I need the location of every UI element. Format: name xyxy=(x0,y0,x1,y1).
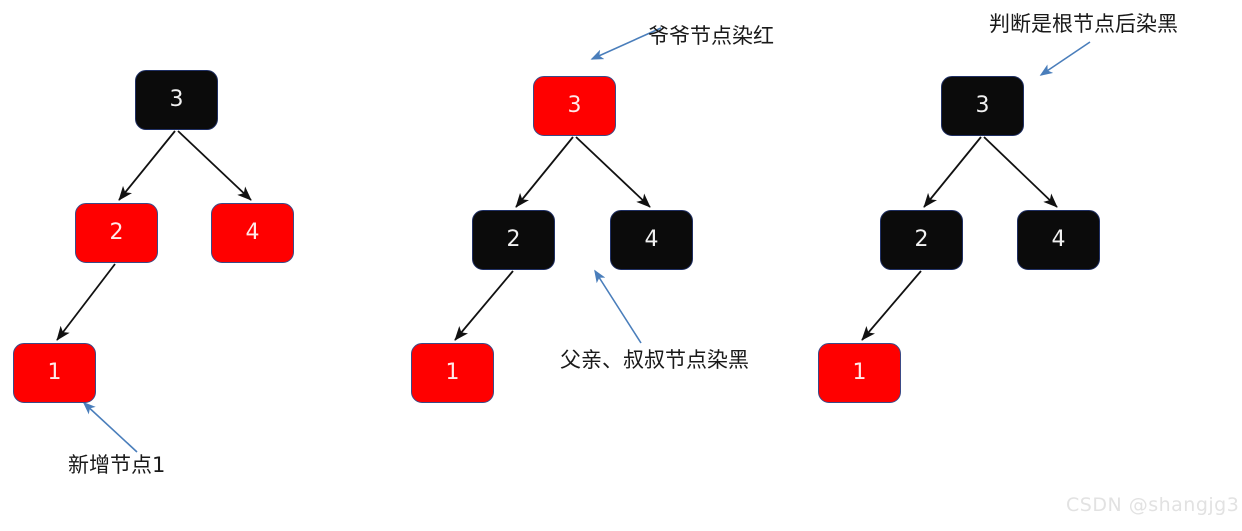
tree-edge xyxy=(118,130,176,201)
tree-node-label: 4 xyxy=(245,220,260,245)
tree-node: 3 xyxy=(533,76,616,136)
tree-node: 3 xyxy=(941,76,1024,136)
tree-edge xyxy=(861,270,922,341)
tree-edge xyxy=(923,136,982,208)
watermark: CSDN @shangjg3 xyxy=(1066,494,1240,516)
tree-edge xyxy=(515,136,574,208)
tree-node-label: 2 xyxy=(506,227,521,252)
tree-node: 1 xyxy=(411,343,494,403)
annotation-arrow xyxy=(590,27,662,60)
annotation-arrow xyxy=(82,401,138,453)
tree-node: 4 xyxy=(1017,210,1100,270)
tree-node: 2 xyxy=(880,210,963,270)
tree-node-label: 2 xyxy=(914,227,929,252)
tree-node-label: 3 xyxy=(975,93,990,118)
tree-node: 1 xyxy=(13,343,96,403)
annotation-arrow xyxy=(594,269,642,344)
tree-node-label: 1 xyxy=(445,360,460,385)
tree-edge xyxy=(454,270,514,341)
annotation-label: 爷爷节点染红 xyxy=(648,24,774,48)
tree-node-label: 4 xyxy=(1051,227,1066,252)
tree-edge xyxy=(56,263,116,341)
annotation-label: 判断是根节点后染黑 xyxy=(989,12,1178,36)
tree-node-label: 1 xyxy=(852,360,867,385)
annotation-label: 新增节点1 xyxy=(68,453,166,477)
annotation-label: 父亲、叔叔节点染黑 xyxy=(560,348,749,372)
tree-node: 2 xyxy=(472,210,555,270)
tree-edge xyxy=(177,130,252,201)
tree-node-label: 4 xyxy=(644,227,659,252)
tree-edges xyxy=(56,130,1058,341)
tree-edge xyxy=(575,136,651,208)
annotation-arrow xyxy=(1039,41,1091,76)
tree-node: 4 xyxy=(211,203,294,263)
annotation-arrows xyxy=(82,27,1091,453)
tree-node-label: 3 xyxy=(567,93,582,118)
tree-node: 2 xyxy=(75,203,158,263)
tree-node: 3 xyxy=(135,70,218,130)
tree-node: 1 xyxy=(818,343,901,403)
tree-node-label: 2 xyxy=(109,220,124,245)
tree-node-label: 3 xyxy=(169,87,184,112)
tree-edge xyxy=(983,136,1058,208)
tree-node: 4 xyxy=(610,210,693,270)
tree-node-label: 1 xyxy=(47,360,62,385)
